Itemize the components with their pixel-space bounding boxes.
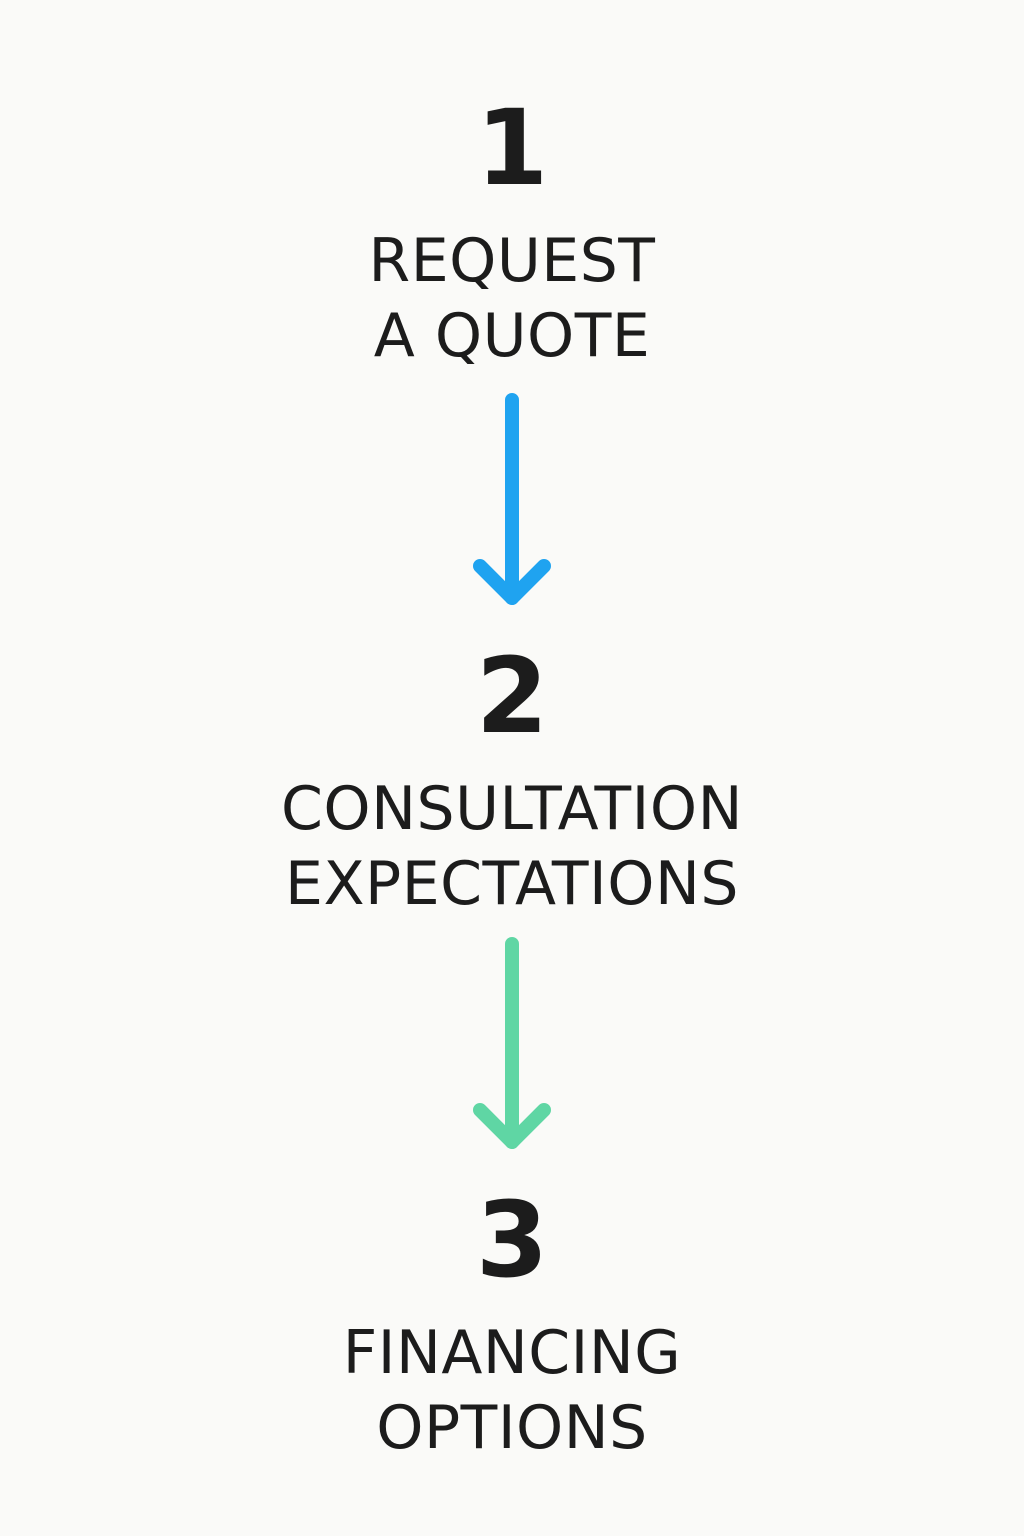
step-number: 2 [475, 635, 549, 757]
step-title-line: FINANCING [342, 1318, 682, 1388]
step-number: 1 [475, 87, 549, 209]
step-consultation-expectations: 2 CONSULTATION EXPECTATIONS [0, 644, 1024, 922]
step-request-quote: 1 REQUEST A QUOTE [0, 96, 1024, 374]
step-title: CONSULTATION EXPECTATIONS [0, 772, 1024, 922]
arrow-shape [473, 937, 551, 1149]
step-financing-options: 3 FINANCING OPTIONS [0, 1188, 1024, 1466]
arrow-down-icon [473, 393, 551, 605]
step-number: 3 [475, 1179, 549, 1301]
step-title-line: EXPECTATIONS [285, 849, 739, 919]
arrow-shape [473, 393, 551, 605]
step-title-line: CONSULTATION [280, 774, 743, 844]
step-title-line: A QUOTE [373, 301, 651, 371]
arrow-down-icon [473, 937, 551, 1149]
step-title: REQUEST A QUOTE [0, 224, 1024, 374]
step-title-line: REQUEST [368, 226, 656, 296]
step-title: FINANCING OPTIONS [0, 1316, 1024, 1466]
step-title-line: OPTIONS [376, 1393, 648, 1463]
